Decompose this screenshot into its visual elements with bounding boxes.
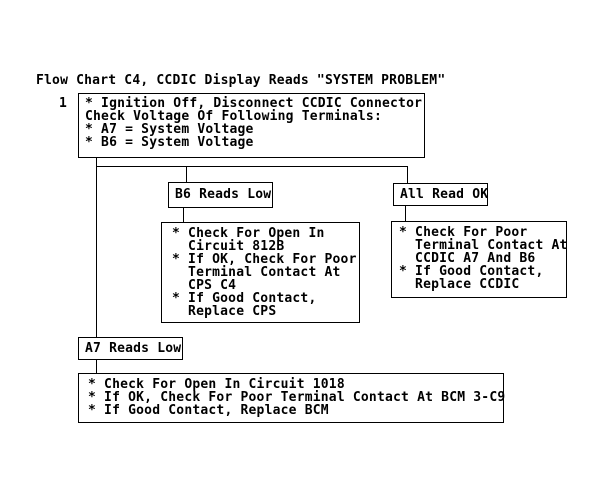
text-line: * If OK, Check For Poor	[172, 252, 357, 267]
text-line: * Check For Open In	[172, 226, 325, 241]
text-line: * B6 = System Voltage	[85, 135, 254, 150]
text-line: * A7 = System Voltage	[85, 122, 254, 137]
connector-line-to-b6-label	[186, 166, 187, 182]
text-line: CPS C4	[172, 278, 237, 293]
a7-action-box: * Check For Open In Circuit 1018 * If OK…	[78, 373, 506, 423]
text-line: * If Good Contact,	[172, 291, 317, 306]
text-line: * If OK, Check For Poor Terminal Contact…	[88, 390, 506, 405]
connector-line-main-vertical	[96, 157, 97, 337]
step-number: 1	[59, 96, 68, 111]
text-line: Circuit 812B	[172, 239, 285, 254]
branch-label: B6 Reads Low	[175, 187, 272, 202]
a7-reads-low-label-box: A7 Reads Low	[78, 337, 183, 360]
b6-action-box: * Check For Open In Circuit 812B * If OK…	[161, 222, 360, 323]
start-instruction-box: * Ignition Off, Disconnect CCDIC Connect…	[78, 93, 425, 158]
connector-line-b6-to-action	[183, 207, 184, 222]
text-line: * Ignition Off, Disconnect CCDIC Connect…	[85, 96, 423, 111]
connector-line-a7-to-action	[96, 359, 97, 373]
page-title: Flow Chart C4, CCDIC Display Reads "SYST…	[36, 73, 446, 88]
text-line: * If Good Contact,	[399, 264, 544, 279]
branch-label: All Read OK	[400, 187, 489, 202]
connector-line-to-allok-label	[407, 166, 408, 183]
b6-reads-low-label-box: B6 Reads Low	[168, 182, 273, 208]
text-line: Terminal Contact At	[172, 265, 341, 280]
all-read-ok-label-box: All Read OK	[393, 183, 488, 206]
text-line: * Check For Open In Circuit 1018	[88, 377, 345, 392]
connector-line-allok-to-action	[405, 205, 406, 221]
text-line: Check Voltage Of Following Terminals:	[85, 109, 382, 124]
connector-line-branch-horizontal	[96, 166, 408, 167]
text-line: * If Good Contact, Replace BCM	[88, 403, 329, 418]
text-line: Replace CPS	[172, 304, 277, 319]
text-line: Replace CCDIC	[399, 277, 520, 292]
text-line: Terminal Contact At	[399, 238, 568, 253]
branch-label: A7 Reads Low	[85, 341, 182, 356]
all-read-ok-action-box: * Check For Poor Terminal Contact At CCD…	[391, 221, 567, 298]
text-line: CCDIC A7 And B6	[399, 251, 536, 266]
text-line: * Check For Poor	[399, 225, 528, 240]
